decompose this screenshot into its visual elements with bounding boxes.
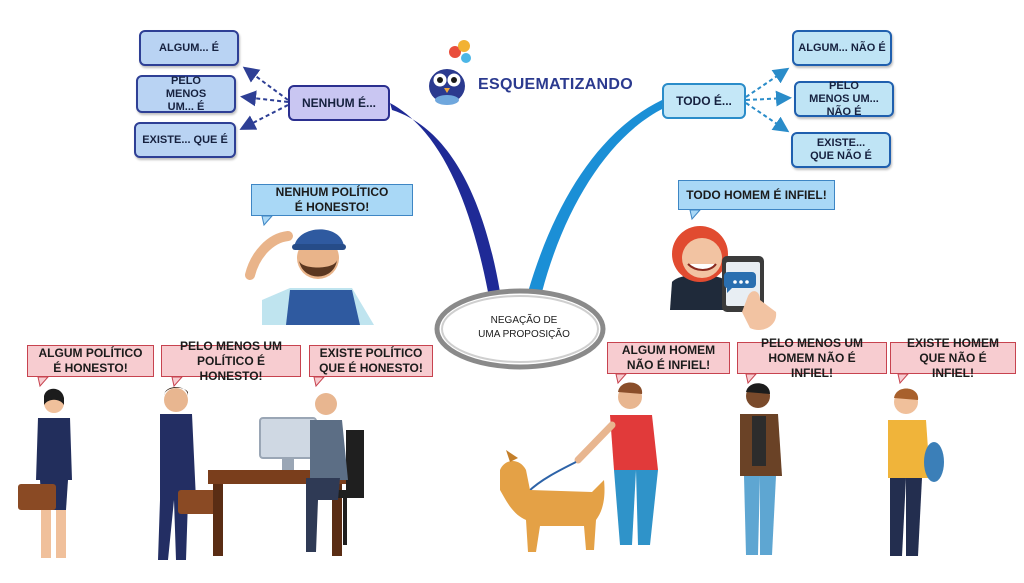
left-child-node-3: EXISTE... QUE É (134, 122, 236, 158)
backpack-man-illustration (888, 388, 944, 556)
example-bubble-left-3: EXISTE POLÍTICO QUE É HONESTO! (309, 345, 433, 377)
center-ellipse (434, 288, 606, 370)
businessman-illustration (158, 387, 216, 560)
example-bubble-right-1: ALGUM HOMEM NÃO É INFIEL! (607, 342, 730, 374)
desk-man-illustration (208, 393, 364, 556)
left-hub-node: NENHUM É... (288, 85, 390, 121)
right-branch (528, 100, 664, 292)
woman-phone-illustration (670, 226, 777, 331)
example-bubble-left-1: ALGUM POLÍTICO É HONESTO! (27, 345, 154, 377)
left-child-node-1: ALGUM... É (139, 30, 239, 66)
right-child-node-3: EXISTE... QUE NÃO É (791, 132, 891, 168)
worker-illustration (245, 229, 374, 325)
left-child-node-2: PELO MENOS UM... É (136, 75, 236, 113)
left-arrows (239, 66, 289, 130)
center-node: NEGAÇÃO DE UMA PROPOSIÇÃO (462, 314, 586, 342)
right-hub-node: TODO É... (662, 83, 746, 119)
center-line-1: NEGAÇÃO DE (490, 315, 558, 326)
owl-logo-icon (429, 40, 471, 105)
right-child-node-2: PELO MENOS UM... NÃO É (794, 80, 894, 118)
center-line-2: UMA PROPOSIÇÃO (478, 329, 570, 340)
speech-bubble-right: TODO HOMEM É INFIEL! (678, 180, 835, 210)
businesswoman-illustration (18, 388, 72, 558)
man-with-dog-illustration (500, 382, 658, 552)
right-arrows (745, 67, 792, 133)
example-bubble-left-2: PELO MENOS UM POLÍTICO É HONESTO! (161, 339, 301, 383)
bearded-man-illustration (740, 383, 782, 555)
left-branch (390, 103, 500, 292)
bubble-tails (37, 209, 910, 388)
brand-title: ESQUEMATIZANDO (478, 76, 634, 93)
right-child-node-1: ALGUM... NÃO É (792, 30, 892, 66)
example-bubble-right-3: EXISTE HOMEM QUE NÃO É INFIEL! (890, 336, 1016, 380)
example-bubble-right-2: PELO MENOS UM HOMEM NÃO É INFIEL! (737, 336, 887, 380)
speech-bubble-left: NENHUM POLÍTICO É HONESTO! (251, 184, 413, 216)
